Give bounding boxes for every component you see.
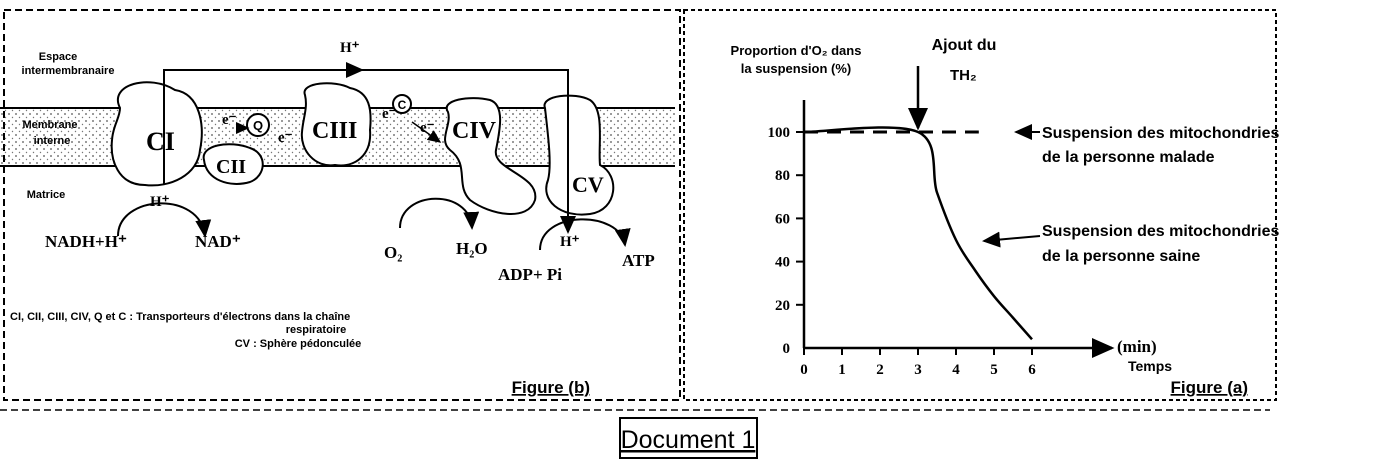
y-tick-label: 100 — [768, 125, 791, 141]
series-line-healthy — [803, 126, 1033, 341]
complex-5-shape — [543, 94, 615, 216]
cytochrome-c-label: C — [398, 98, 407, 112]
nadh-label: NADH+H⁺ — [45, 232, 127, 251]
electron-label-1: e⁻ — [222, 112, 237, 128]
electron-label-2: e⁻ — [278, 130, 293, 146]
region-matrix-label: Matrice — [27, 189, 66, 201]
proton-label-space: H⁺ — [340, 40, 360, 56]
document-label-box — [619, 417, 758, 459]
x-tick-label: 3 — [914, 362, 922, 378]
complex-1-shape — [110, 81, 203, 187]
complex-4-label: CIV — [452, 118, 497, 144]
figure-b-caption: Figure (b) — [512, 378, 590, 397]
y-axis-label-2: la suspension (%) — [741, 61, 852, 76]
series-healthy-label-2: de la personne saine — [1042, 248, 1200, 265]
complex-2-label: CII — [216, 156, 246, 178]
healthy-pointer-arrow — [982, 231, 1041, 248]
x-tick-label: 6 — [1028, 362, 1036, 378]
complex-4-shape — [444, 97, 537, 215]
figure-a-chart: 0 20 40 60 80 100 0 1 2 3 4 5 6 Proportion d'O₂ dan… — [731, 37, 1280, 397]
adp-label: ADP+ Pi — [498, 265, 562, 284]
nad-label: NAD⁺ — [195, 232, 241, 251]
legend-line-2: respiratoire — [286, 324, 347, 336]
legend-line-1: CI, CII, CIII, CIV, Q et C : Transporteu… — [10, 311, 350, 323]
x-axis-label: Temps — [1128, 358, 1172, 374]
document-label: Document 1 — [621, 426, 756, 454]
series-sick-label-2: de la personne malade — [1042, 149, 1215, 166]
x-tick-label: 1 — [838, 362, 846, 378]
o2-label: O₂ — [384, 243, 402, 262]
region-membrane-label-2: interne — [34, 135, 71, 147]
x-tick-label: 2 — [876, 362, 884, 378]
series-sick-label: Suspension des mitochondries — [1042, 125, 1279, 142]
x-axis-unit: (min) — [1117, 337, 1157, 356]
y-tick-label: 80 — [775, 168, 790, 184]
complex-3-label: CIII — [312, 118, 357, 144]
figure-a-caption: Figure (a) — [1171, 378, 1248, 397]
y-tick-label: 40 — [775, 255, 790, 271]
proton-label-atp: H⁺ — [560, 234, 580, 250]
complex-1-label: CI — [146, 127, 175, 156]
x-tick-label: 0 — [800, 362, 808, 378]
y-tick-label: 60 — [775, 211, 790, 227]
atp-label: ATP — [622, 251, 655, 270]
h2o-label: H₂O — [456, 239, 488, 258]
figure-b-frame — [3, 9, 681, 401]
proton-label-matrix: H⁺ — [150, 194, 170, 210]
cytochrome-c-shape — [392, 94, 412, 114]
legend-line-3: CV : Sphère pédonculée — [235, 338, 362, 350]
y-tick-label: 20 — [775, 298, 790, 314]
y-tick-label: 0 — [783, 341, 791, 357]
annotation-label: Ajout du — [932, 37, 997, 54]
y-axis-label: Proportion d'O₂ dans — [731, 43, 862, 58]
series-healthy-label: Suspension des mitochondries — [1042, 223, 1279, 240]
electron-label-3: e⁻ — [382, 106, 397, 122]
region-membrane-label: Membrane — [22, 119, 77, 131]
x-tick-label: 4 — [952, 362, 960, 378]
complex-3-shape — [300, 82, 372, 167]
complex-5-label: CV — [572, 172, 604, 197]
region-space-label: Espace — [39, 51, 78, 63]
ubiquinone-label: Q — [253, 118, 263, 133]
region-space-label-2: intermembranaire — [22, 65, 115, 77]
complex-2-shape — [202, 143, 264, 185]
figure-b-diagram: Espace intermembranaire Membrane interne… — [0, 40, 675, 397]
annotation-label-2: TH₂ — [950, 67, 977, 84]
x-tick-label: 5 — [990, 362, 998, 378]
figure-a-frame — [683, 9, 1277, 401]
